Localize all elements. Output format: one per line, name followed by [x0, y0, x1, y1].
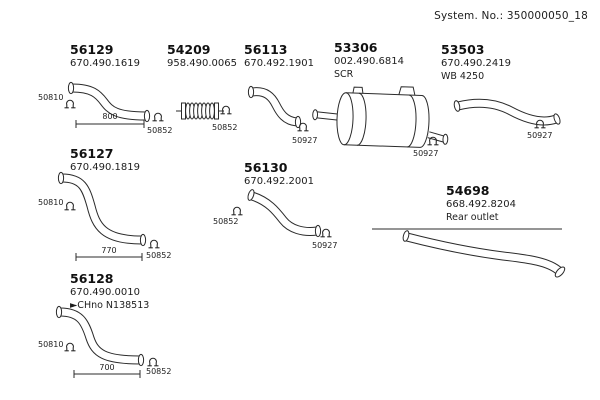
- drawing-pipe-56128: [55, 305, 160, 378]
- muffler-bracket: [398, 86, 416, 96]
- part-label-56127: 56127 670.490.1819: [70, 146, 140, 175]
- drawing-pipe-56127: [57, 171, 161, 261]
- article-number: 668.492.8204: [446, 199, 516, 210]
- part-label-53503: 53503 670.490.2419 WB 4250: [441, 42, 511, 83]
- part-label-56113: 56113 670.492.1901: [244, 42, 314, 71]
- article-number: 670.490.1619: [70, 58, 140, 69]
- drawing-pipe-56130: [230, 189, 333, 238]
- part-number[interactable]: 56127: [70, 146, 114, 161]
- clamp-label: 50927: [312, 241, 338, 250]
- part-number[interactable]: 56130: [244, 160, 288, 175]
- drawing-bellows-54209: [176, 102, 233, 120]
- clamp-label: 50810: [38, 93, 64, 102]
- clamp-icon: [63, 201, 77, 211]
- part-number[interactable]: 56129: [70, 42, 114, 57]
- clamp-label: 50852: [146, 367, 172, 376]
- muffler-bracket: [352, 86, 364, 94]
- clamp-icon: [63, 342, 77, 352]
- drawing-pipe-54698: [372, 228, 566, 278]
- clamp-label: 50852: [146, 251, 172, 260]
- drawing-pipe-56129: [63, 81, 165, 128]
- part-label-54698: 54698 668.492.8204 Rear outlet: [446, 183, 516, 224]
- part-number[interactable]: 53503: [441, 42, 485, 57]
- part-note: Rear outlet: [446, 211, 499, 223]
- drawing-muffler-53306: [312, 86, 449, 148]
- article-number: 958.490.0065: [167, 58, 237, 69]
- clamp-label: 50927: [292, 136, 318, 145]
- part-note: SCR: [334, 68, 354, 80]
- part-number[interactable]: 53306: [334, 40, 378, 55]
- part-number[interactable]: 54209: [167, 42, 211, 57]
- article-number: 670.490.0010: [70, 287, 140, 298]
- part-number[interactable]: 54698: [446, 183, 490, 198]
- clamp-label: 50852: [147, 126, 173, 135]
- clamp-icon: [147, 239, 161, 249]
- article-number: 670.492.2001: [244, 176, 314, 187]
- dimension-label: 770: [101, 246, 117, 255]
- article-number: 670.490.1819: [70, 162, 140, 173]
- clamp-label: 50852: [213, 217, 239, 226]
- clamp-icon: [219, 105, 233, 115]
- drawing-pipe-56113: [247, 85, 310, 132]
- clamp-icon: [151, 112, 165, 122]
- drawing-pipe-53503: [453, 98, 561, 129]
- clamp-label: 50927: [413, 149, 439, 158]
- clamp-label: 50810: [38, 198, 64, 207]
- part-number[interactable]: 56128: [70, 271, 114, 286]
- system-number: System. No.: 350000050_18: [434, 10, 588, 22]
- article-number: 670.492.1901: [244, 58, 314, 69]
- part-note: ►CHno N138513: [70, 299, 150, 311]
- clamp-icon: [63, 99, 77, 109]
- clamp-label: 50927: [527, 131, 553, 140]
- part-label-56130: 56130 670.492.2001: [244, 160, 314, 189]
- part-label-56128: 56128 670.490.0010 ►CHno N138513: [70, 271, 149, 312]
- part-label-53306: 53306 002.490.6814 SCR: [334, 40, 404, 81]
- part-label-54209: 54209 958.490.0065: [167, 42, 237, 71]
- dimension-line: [75, 253, 143, 261]
- dimension-line: [73, 370, 141, 378]
- article-number: 670.490.2419: [441, 58, 511, 69]
- part-label-56129: 56129 670.490.1619: [70, 42, 140, 71]
- article-number: 002.490.6814: [334, 56, 404, 67]
- part-note: WB 4250: [441, 70, 485, 82]
- dimension-label: 800: [102, 112, 118, 121]
- clamp-icon: [146, 357, 160, 367]
- part-number[interactable]: 56113: [244, 42, 288, 57]
- dimension-label: 700: [99, 363, 115, 372]
- clamp-label: 50852: [212, 123, 238, 132]
- clamp-icon: [230, 206, 244, 216]
- clamp-label: 50810: [38, 340, 64, 349]
- clamp-icon: [319, 228, 333, 238]
- dimension-line: [75, 120, 145, 128]
